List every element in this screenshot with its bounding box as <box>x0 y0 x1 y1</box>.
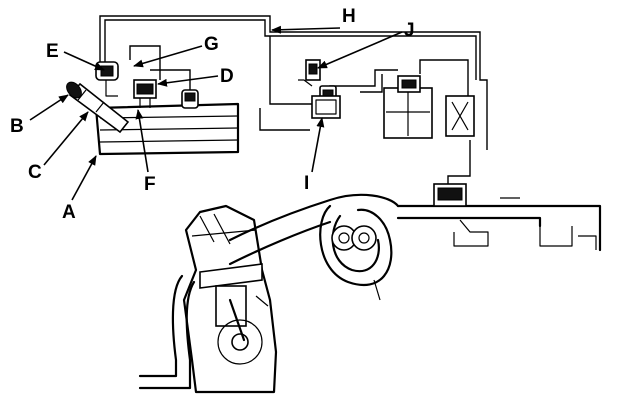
callout-j: J <box>404 20 415 41</box>
fuel-filler-neck <box>66 81 130 134</box>
vapor-hose-routing <box>99 15 488 184</box>
intake-resonator <box>319 204 393 301</box>
evap-canister-assembly <box>298 59 475 139</box>
engine-block <box>182 204 278 394</box>
intake-manifold <box>228 183 602 266</box>
callout-c: C <box>28 162 42 183</box>
callout-d: D <box>220 66 234 87</box>
callout-labels: A B C D E F G H I J <box>10 6 415 223</box>
exhaust-pipe <box>138 274 196 390</box>
callout-i: I <box>304 173 309 194</box>
callout-h: H <box>342 6 356 27</box>
callout-g: G <box>204 34 219 55</box>
callout-f: F <box>144 174 156 195</box>
callout-e: E <box>46 41 59 62</box>
callout-b: B <box>10 116 24 137</box>
callout-leaders <box>29 25 403 201</box>
tank-valve-cluster <box>95 61 199 109</box>
callout-a: A <box>62 202 76 223</box>
